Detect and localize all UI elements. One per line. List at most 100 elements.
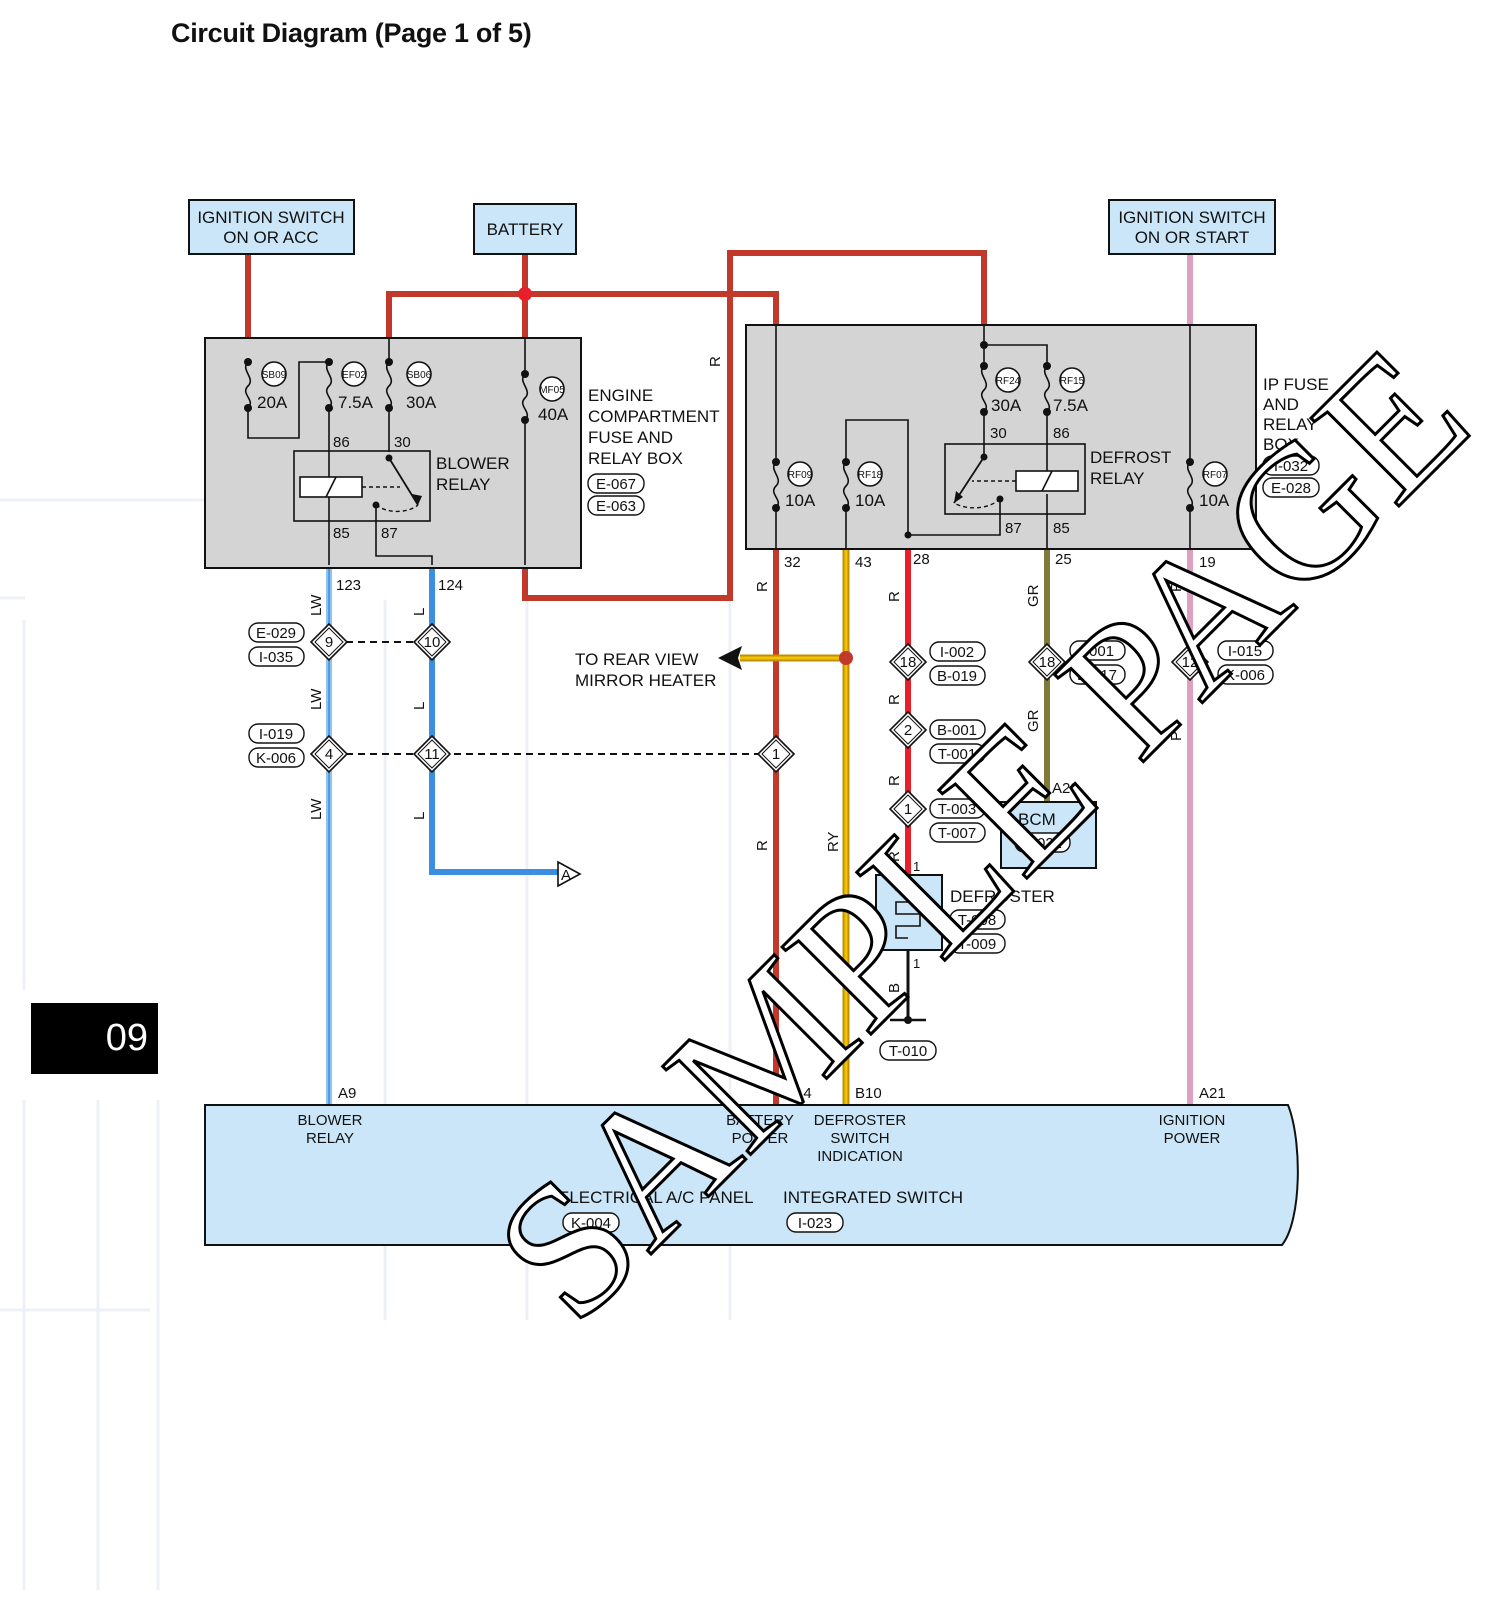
ign-start-line1: IGNITION SWITCH (1118, 208, 1265, 227)
fuse-rf24-rating: 30A (991, 396, 1022, 415)
offpage-connector-a: A (557, 860, 582, 888)
tag-t001: T-001 (938, 746, 976, 763)
connector-1-battery: 1 (756, 734, 796, 774)
defroster-tag-2: T-009 (958, 936, 996, 953)
wires (245, 250, 1193, 1105)
panel-tag-left: K-004 (571, 1215, 611, 1232)
engine-conn-1: E-067 (596, 476, 636, 493)
panel-ignition-1: IGNITION (1159, 1112, 1226, 1129)
fuse-rf09-id: RF09 (788, 470, 813, 481)
blower-pin-85: 85 (333, 525, 350, 542)
defroster-pin-top: 1 (913, 859, 920, 874)
tag-k006-b: K-006 (1225, 667, 1265, 684)
defrost-relay-label-2: RELAY (1090, 469, 1145, 488)
connector-1b-pin: 1 (904, 801, 912, 818)
connector-1a-pin: 1 (772, 746, 780, 763)
ip-label-1: IP FUSE (1263, 375, 1329, 394)
ip-output-19: 19 (1199, 554, 1216, 571)
engine-label-2: COMPARTMENT (588, 407, 720, 426)
bcm-pin: A29 (1052, 780, 1079, 797)
page-title: Circuit Diagram (Page 1 of 5) (171, 18, 532, 48)
ground-symbol: T-010 (879, 1016, 937, 1061)
tag-b019: B-019 (937, 668, 977, 685)
blower-pin-86: 86 (333, 434, 350, 451)
panel-defroster-1: DEFROSTER (814, 1112, 907, 1129)
defroster-element: 1 1 DEFROSTER T-008 T-009 (875, 859, 1055, 971)
panel-title-right: INTEGRATED SWITCH (783, 1188, 963, 1207)
wire-code-r-4: R (886, 694, 903, 705)
tag-i019: I-019 (259, 726, 293, 743)
wire-l (429, 565, 567, 875)
tag-t007: T-007 (938, 825, 976, 842)
panel-battery-1: BATTERY (726, 1112, 794, 1129)
wire-battery-bus (386, 291, 779, 338)
connector-10-pin: 10 (424, 634, 441, 651)
panel-defroster-3: INDICATION (817, 1148, 903, 1165)
section-tab: 09 (31, 1003, 158, 1074)
blower-relay-label-1: BLOWER (436, 454, 510, 473)
wire-code-lw-3: LW (308, 798, 325, 820)
connector-12-pin: 12 (1182, 654, 1199, 671)
panel-battery-2: POWER (732, 1130, 789, 1147)
engine-label-3: FUSE AND (588, 428, 673, 447)
fuse-mf05-id: MF05 (539, 385, 565, 396)
wire-code-r-1: R (754, 581, 771, 592)
wire-code-r-2: R (754, 840, 771, 851)
wire-code-lw-2: LW (308, 688, 325, 710)
ac-panel: A9 A14 B10 A21 BLOWER RELAY BATTERY POWE… (204, 1085, 1299, 1246)
tag-i035: I-035 (259, 649, 293, 666)
wire-code-p-2: P (1168, 731, 1185, 741)
defroster-pin-bottom: 1 (913, 956, 920, 971)
ign-acc-line2: ON OR ACC (223, 228, 318, 247)
connector-2-pin: 2 (904, 722, 912, 739)
fuse-sb06-rating: 30A (406, 393, 437, 412)
bcm-module: A29 BCM B-022 (1000, 780, 1097, 869)
ip-output-32: 32 (784, 554, 801, 571)
connector-18b-pin: 18 (1039, 654, 1056, 671)
panel-blower-1: BLOWER (297, 1112, 362, 1129)
wire-code-l-2: L (411, 702, 428, 710)
engine-output-124: 124 (438, 577, 463, 594)
engine-box-label: ENGINE COMPARTMENT FUSE AND RELAY BOX E-… (587, 386, 720, 516)
ip-output-43: 43 (855, 554, 872, 571)
fuse-rf15-rating: 7.5A (1053, 396, 1089, 415)
wire-code-lw-1: LW (308, 594, 325, 616)
fuse-rf24-id: RF24 (996, 376, 1021, 387)
panel-ignition-2: POWER (1164, 1130, 1221, 1147)
mirror-label-1: TO REAR VIEW (575, 650, 698, 669)
tag-b017: B-017 (1077, 667, 1117, 684)
fuse-rf18-rating: 10A (855, 491, 886, 510)
connector-9: 9 (309, 622, 349, 662)
panel-pin-a21: A21 (1199, 1085, 1226, 1102)
panel-pin-a9: A9 (338, 1085, 356, 1102)
tag-i015: I-015 (1228, 643, 1262, 660)
ip-label-4: BOX (1263, 435, 1299, 454)
panel-defroster-2: SWITCH (830, 1130, 889, 1147)
fuse-rf07-rating: 10A (1199, 491, 1230, 510)
ip-output-28: 28 (913, 551, 930, 568)
wire-mf05-out (522, 250, 987, 601)
bcm-tag: B-022 (1022, 835, 1062, 852)
offpage-label: A (561, 867, 571, 884)
defrost-pin-85: 85 (1053, 520, 1070, 537)
engine-conn-2: E-063 (596, 498, 636, 515)
source-ign-acc: IGNITION SWITCH ON OR ACC (188, 199, 355, 255)
tag-b001: B-001 (937, 722, 977, 739)
blower-relay-label-2: RELAY (436, 475, 491, 494)
tag-i001: I-001 (1080, 643, 1114, 660)
connector-9-pin: 9 (325, 634, 333, 651)
engine-label-1: ENGINE (588, 386, 653, 405)
tag-i002: I-002 (940, 644, 974, 661)
inline-connectors: 9 10 4 11 1 18 2 (309, 622, 1210, 829)
connector-11-pin: 11 (424, 746, 440, 763)
panel-title-left: ELECTRICAL A/C PANEL (558, 1188, 754, 1207)
connector-2: 2 (888, 710, 928, 750)
ign-start-line2: ON OR START (1135, 228, 1250, 247)
ip-conn-2: E-028 (1271, 480, 1311, 497)
panel-pin-b10: B10 (855, 1085, 882, 1102)
ground-tag: T-010 (889, 1043, 927, 1060)
fuse-sb06-id: SB06 (407, 370, 432, 381)
connector-18-defrost: 18 (888, 642, 928, 682)
connector-18-bcm: 18 (1027, 642, 1067, 682)
wire-code-r-top: R (707, 356, 724, 367)
